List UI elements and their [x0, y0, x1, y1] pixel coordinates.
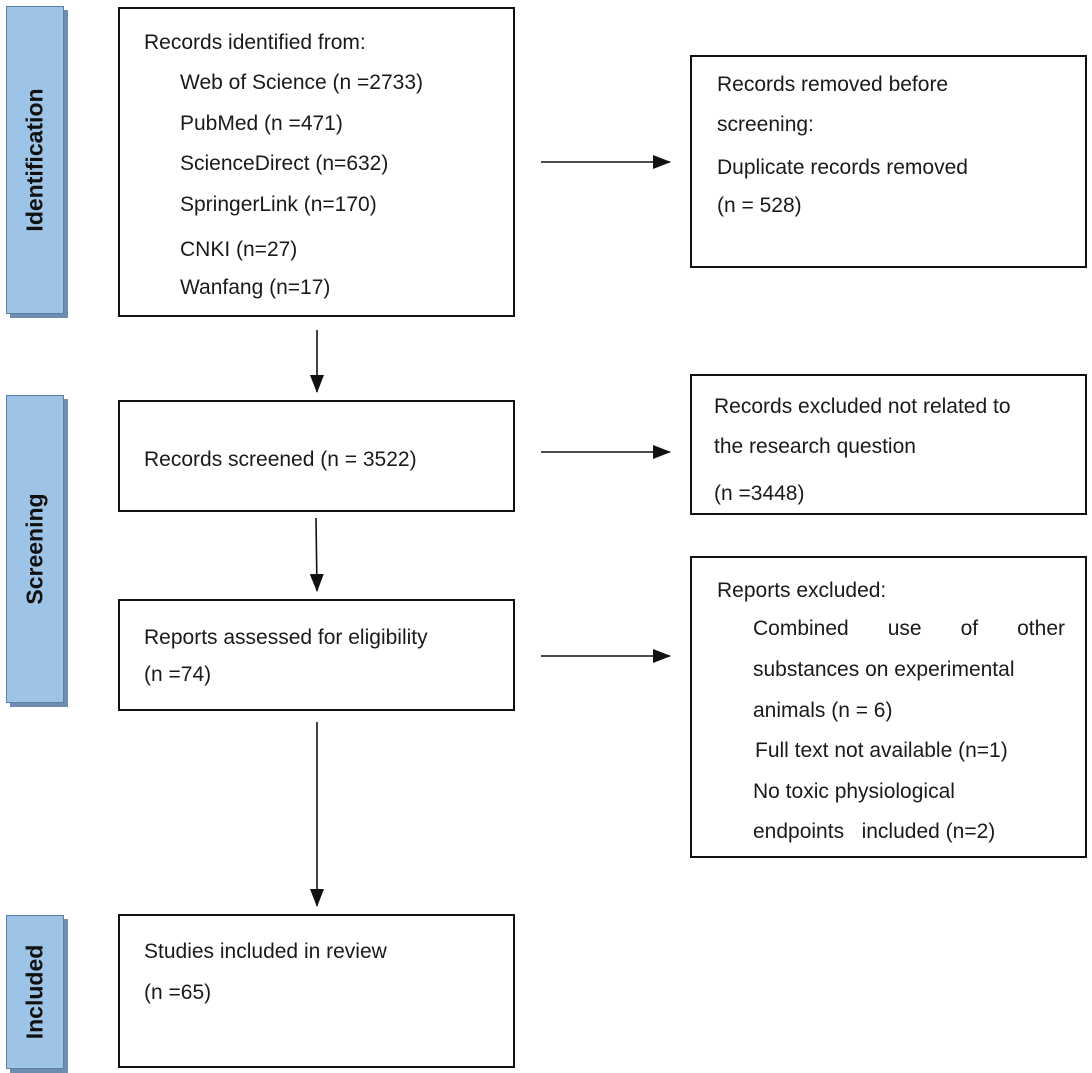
- records-identified-heading: Records identified from:: [144, 31, 366, 54]
- reports-excluded-line1: Combined use of other: [753, 617, 1065, 640]
- reports-assessed-line2: (n =74): [144, 663, 212, 686]
- reports-excluded-box: Reports excluded: Combined use of other …: [690, 556, 1087, 858]
- reports-excluded-line5: No toxic physiological: [753, 780, 955, 803]
- records-excluded-line1: Records excluded not related to: [714, 395, 1011, 418]
- studies-included-box: Studies included in review (n =65): [118, 914, 515, 1068]
- phase-screening: Screening: [6, 395, 64, 703]
- records-identified-box: Records identified from: Web of Science …: [118, 7, 515, 317]
- source-wanfang: Wanfang (n=17): [180, 276, 331, 299]
- records-removed-line3: Duplicate records removed: [717, 156, 968, 179]
- reports-excluded-heading: Reports excluded:: [717, 579, 887, 602]
- phase-identification: Identification: [6, 6, 64, 314]
- source-web-of-science: Web of Science (n =2733): [180, 71, 424, 94]
- reports-assessed-line1: Reports assessed for eligibility: [144, 626, 428, 649]
- reports-excluded-line6: endpoints included (n=2): [753, 820, 996, 843]
- arrow-screened-to-assessed: [309, 517, 324, 592]
- studies-included-line2: (n =65): [144, 981, 212, 1004]
- source-sciencedirect: ScienceDirect (n=632): [180, 152, 389, 175]
- records-removed-line4: (n = 528): [717, 194, 802, 217]
- records-screened-text: Records screened (n = 3522): [144, 448, 417, 471]
- records-screened-box: Records screened (n = 3522): [118, 400, 515, 512]
- reports-assessed-box: Reports assessed for eligibility (n =74): [118, 599, 515, 711]
- source-springerlink: SpringerLink (n=170): [180, 193, 377, 216]
- studies-included-line1: Studies included in review: [144, 940, 387, 963]
- source-pubmed: PubMed (n =471): [180, 112, 343, 135]
- records-removed-box: Records removed before screening: Duplic…: [690, 55, 1087, 268]
- records-removed-line2: screening:: [717, 113, 814, 136]
- phase-included: Included: [6, 915, 64, 1069]
- reports-excluded-line3: animals (n = 6): [753, 699, 893, 722]
- reports-excluded-line2: substances on experimental: [753, 658, 1015, 681]
- records-excluded-line3: (n =3448): [714, 482, 805, 505]
- records-excluded-box: Records excluded not related to the rese…: [690, 374, 1087, 515]
- records-excluded-line2: the research question: [714, 435, 916, 458]
- source-cnki: CNKI (n=27): [180, 238, 298, 261]
- records-removed-line1: Records removed before: [717, 73, 949, 96]
- reports-excluded-line4: Full text not available (n=1): [755, 739, 1008, 762]
